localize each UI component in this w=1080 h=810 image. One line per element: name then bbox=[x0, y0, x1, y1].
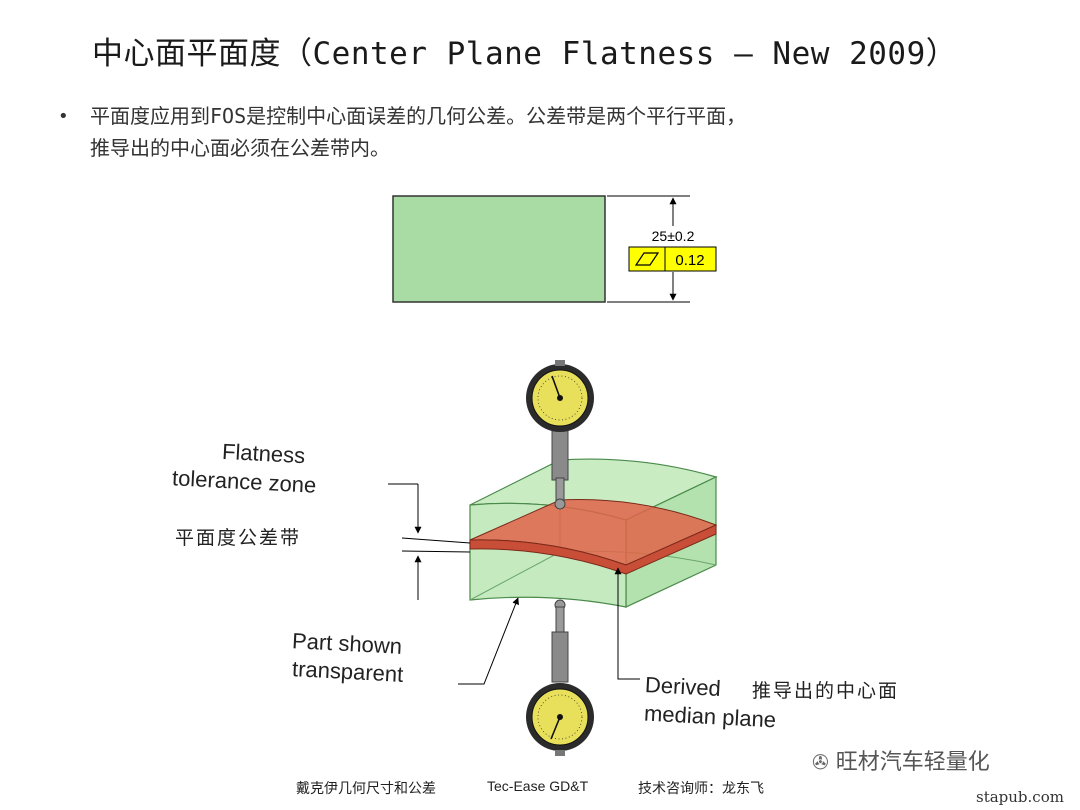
tolerance-zone-arrows bbox=[388, 483, 471, 600]
part-rectangle bbox=[392, 195, 606, 303]
median-label-cn: 推导出的中心面 bbox=[752, 680, 900, 702]
flatness-label-cn: 平面度公差带 bbox=[175, 527, 302, 549]
wechat-name: 旺材汽车轻量化 bbox=[835, 750, 990, 775]
part-3d bbox=[469, 458, 718, 608]
wechat-icon: ✇ bbox=[812, 750, 829, 774]
part-leader-line bbox=[458, 597, 519, 685]
feature-control-frame: 0.12 bbox=[628, 246, 717, 272]
site-watermark: stapub.com bbox=[976, 788, 1064, 806]
dial-indicator-top-icon bbox=[526, 360, 594, 510]
slide-title: 中心面平面度（Center Plane Flatness – New 2009） bbox=[92, 36, 958, 72]
median-leader-line bbox=[614, 567, 640, 680]
part-label-line-2: transparent bbox=[291, 656, 404, 687]
wechat-watermark: ✇ 旺材汽车轻量化 bbox=[812, 744, 990, 776]
bullet-line-2: 推导出的中心面必须在公差带内。 bbox=[90, 136, 390, 160]
bullet-text: 平面度应用到FOS是控制中心面误差的几何公差。公差带是两个平行平面， 推导出的中… bbox=[90, 100, 990, 164]
median-plane-lower bbox=[469, 524, 717, 575]
bullet-icon: • bbox=[58, 106, 69, 127]
flatness-symbol-icon bbox=[634, 252, 660, 266]
footer-left: 戴克伊几何尺寸和公差 bbox=[296, 780, 436, 796]
footer-center: Tec-Ease GD&T bbox=[487, 778, 589, 794]
dimension-text: 25±0.2 bbox=[652, 228, 695, 244]
dial-indicator-bottom-icon bbox=[526, 599, 594, 756]
tolerance-value: 0.12 bbox=[675, 252, 704, 269]
footer-right: 技术咨询师：龙东飞 bbox=[638, 780, 764, 796]
median-label-line-1: Derived bbox=[644, 672, 722, 701]
drawing-view: 25±0.2 0.12 bbox=[392, 195, 717, 303]
flatness-label-line-1: Flatness bbox=[221, 438, 306, 469]
bullet-line-1: 平面度应用到FOS是控制中心面误差的几何公差。公差带是两个平行平面， bbox=[90, 104, 747, 128]
